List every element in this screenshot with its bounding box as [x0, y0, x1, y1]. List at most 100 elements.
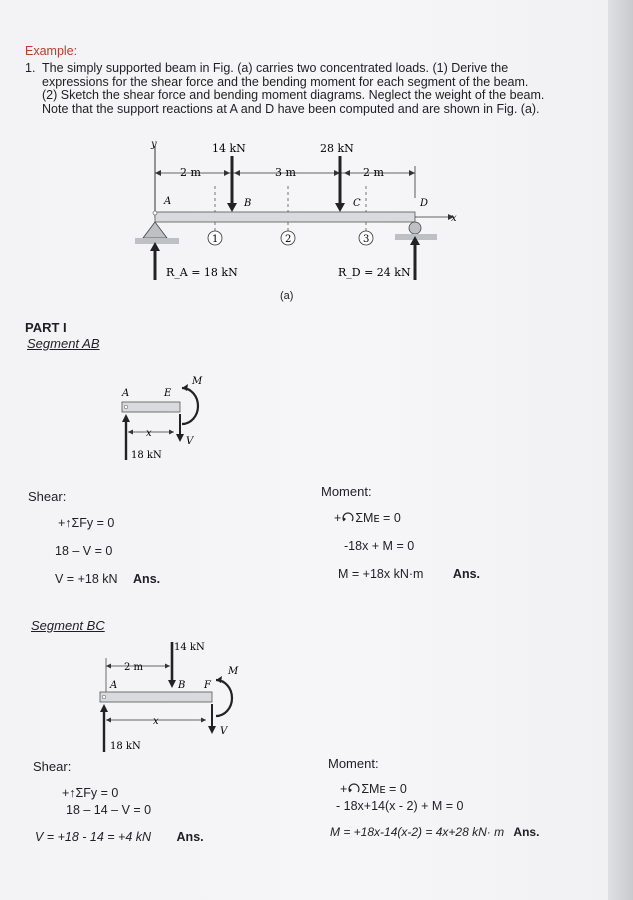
dim-arrow	[344, 170, 350, 176]
ab-moment-result: M = +18x kN·m	[338, 567, 424, 581]
pin-icon	[101, 694, 107, 700]
bc-moment-eq1-row: +ΣMᴇ = 0	[340, 782, 407, 796]
paper-sheet	[0, 0, 612, 900]
reaction-a-label: R_A = 18 kN	[166, 266, 238, 279]
bc-moment-result-row: M = +18x-14(x-2) = 4x+28 kN· m Ans.	[330, 825, 539, 839]
dim-arrow	[155, 170, 161, 176]
segment-bc-title: Segment BC	[31, 618, 105, 633]
fbd-ab-moment-head	[182, 384, 188, 391]
fbd-bc-shear-label: V	[220, 726, 229, 737]
segment-marker-3-label: 3	[363, 234, 369, 245]
dim-arrow	[234, 170, 240, 176]
fbd-bc-point-f: F	[203, 680, 212, 691]
fbd-bc-load-label: 14 kN	[174, 642, 205, 653]
bc-shear-label: Shear:	[33, 759, 72, 774]
part-heading: PART I	[25, 320, 67, 335]
load-2-head	[335, 203, 345, 212]
bc-shear-ans: Ans.	[176, 830, 204, 844]
ground-d	[395, 234, 437, 240]
roller-support-d	[408, 221, 422, 235]
fbd-bc-load-head	[168, 680, 176, 688]
point-a-label: A	[163, 196, 171, 207]
bc-moment-eq2: - 18x+14(x - 2) + M = 0	[336, 799, 464, 813]
bc-shear-eq1: +↑ΣFy = 0	[62, 786, 119, 800]
page-edge	[608, 0, 633, 900]
fbd-ab-point-a: A	[121, 388, 129, 399]
example-label: Example:	[25, 44, 78, 58]
fbd-bc-shear-head	[208, 726, 216, 734]
dim-arrow	[128, 429, 133, 435]
reaction-a-head	[150, 242, 160, 251]
fbd-bc-point-b: B	[177, 680, 185, 691]
dim-arrow	[165, 663, 170, 669]
ccw-moment-icon	[348, 783, 360, 793]
ab-shear-label: Shear:	[28, 489, 67, 504]
ab-moment-label: Moment:	[321, 484, 372, 499]
pin-icon	[152, 210, 158, 216]
beam-figure: y 2 m 3 m 2 m 14 kN 28 kN x A B C D 1 2 …	[135, 139, 457, 280]
fbd-ab-reaction-head	[122, 414, 130, 422]
dim-label-3: 2 m	[363, 166, 384, 179]
ab-moment-ans: Ans.	[452, 567, 481, 581]
load-1-head	[227, 203, 237, 212]
dim-arrow	[201, 717, 206, 723]
ab-moment-eq1: ΣMᴇ = 0	[355, 511, 401, 525]
fbd-bc-moment-head	[216, 676, 222, 683]
bc-moment-eq1: ΣMᴇ = 0	[361, 782, 407, 796]
load-1-label: 14 kN	[212, 142, 246, 155]
dim-label-1: 2 m	[180, 166, 201, 179]
bc-moment-label: Moment:	[328, 756, 379, 771]
ab-shear-ans: Ans.	[133, 572, 161, 586]
fbd-ab-moment-arrow	[181, 386, 200, 426]
fbd-bc-x-label: x	[153, 716, 159, 727]
dim-label-2: 3 m	[275, 166, 296, 179]
fbd-segment-bc: 14 kN 2 m A B F M V x 18 kN	[99, 642, 239, 752]
pin-support-a	[142, 221, 168, 239]
pin-icon	[123, 404, 129, 410]
point-b-label: B	[243, 198, 251, 209]
fbd-bc-point-a: A	[109, 680, 117, 691]
point-d-label: D	[419, 198, 428, 209]
fbd-bc-reaction-head	[100, 704, 108, 712]
problem-number: 1.	[25, 61, 36, 75]
x-axis-arrow	[448, 214, 454, 220]
dim-arrow	[106, 717, 111, 723]
bc-shear-result-row: V = +18 - 14 = +4 kN Ans.	[35, 830, 204, 844]
fbd-bc-moment-label: M	[227, 666, 239, 677]
ab-shear-result: V = +18 kN	[55, 572, 118, 586]
ab-shear-eq2: 18 – V = 0	[55, 544, 113, 558]
segment-marker-2	[280, 230, 296, 246]
bc-moment-result: M = +18x-14(x-2) = 4x+28 kN· m	[330, 825, 505, 839]
reaction-d-label: R_D = 24 kN	[338, 266, 411, 279]
bc-shear-eq2: 18 – 14 – V = 0	[66, 803, 152, 817]
fbd-bc-reaction-label: 18 kN	[110, 741, 141, 752]
fbd-ab-reaction-label: 18 kN	[131, 450, 162, 461]
beam	[154, 211, 416, 223]
fbd-ab-point-e: E	[163, 388, 172, 399]
segment-marker-2-label: 2	[285, 234, 291, 245]
fbd-ab-moment-label: M	[191, 376, 203, 387]
segment-marker-1-label: 1	[212, 234, 218, 245]
figure-caption: (a)	[280, 290, 294, 302]
y-axis-label: y	[150, 139, 157, 150]
x-axis-label: x	[451, 213, 457, 224]
fbd-ab-shear-label: V	[186, 436, 195, 447]
fbd-segment-ab: A E M V x 18 kN	[121, 376, 203, 461]
bc-moment-ans: Ans.	[513, 825, 540, 839]
fbd-ab-x-label: x	[146, 428, 152, 439]
segment-marker-1	[207, 230, 223, 246]
fbd-ab-beam	[121, 401, 181, 413]
dim-arrow	[334, 170, 340, 176]
ab-moment-eq1-row: +ΣMᴇ = 0	[334, 511, 401, 525]
segment-ab-title: Segment AB	[27, 336, 100, 351]
ab-shear-result-row: V = +18 kN Ans.	[55, 572, 160, 586]
reaction-d-head	[410, 236, 420, 245]
fbd-bc-beam	[99, 691, 213, 703]
dim-arrow	[106, 663, 111, 669]
ground-a	[135, 238, 179, 244]
segment-marker-3	[358, 230, 374, 246]
ab-shear-eq1: +↑ΣFy = 0	[58, 516, 115, 530]
ab-moment-result-row: M = +18x kN·m Ans.	[338, 567, 480, 581]
load-2-label: 28 kN	[320, 142, 354, 155]
bc-shear-result: V = +18 - 14 = +4 kN	[35, 830, 152, 844]
